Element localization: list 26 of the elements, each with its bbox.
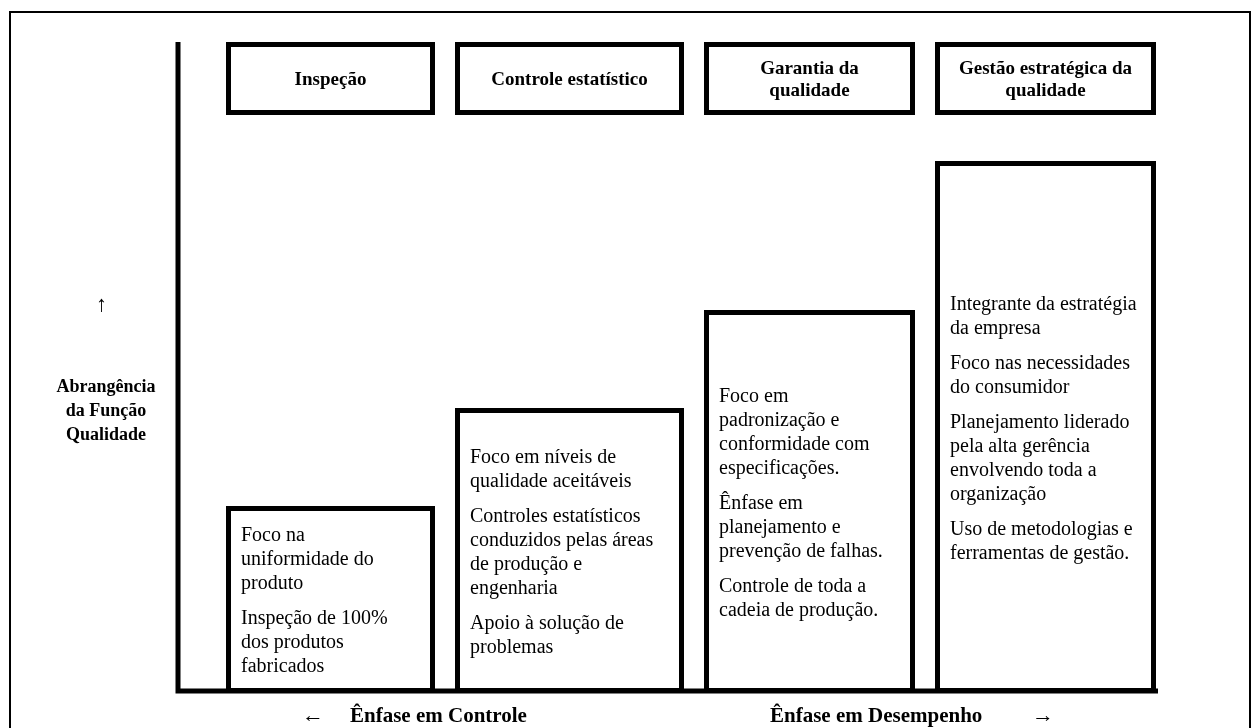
direction-arrow: ↑ [96,292,107,316]
description-text: Uso de metodologias e ferramentas de gestão. [950,515,1134,564]
description-text: Planejamento liderado pela alta gerência envolvendo toda a organização [950,408,1131,505]
stage-header-box [455,42,684,115]
description-text: Inspeção de 100% dos produtos fabricados [241,605,389,677]
description-text: Ênfase em planejamento e prevenção de falhas. [719,489,884,562]
description-text: Controles estatísticos conduzidos pelas áreas de produção e engenharia [470,502,655,599]
stage-title: Gestão estratégica da qualidade [958,56,1133,101]
stage-header-box [935,42,1156,115]
axis-label: Ênfase em Desempenho [770,703,983,727]
direction-arrow: ← [302,703,324,727]
axis-label: Ênfase em Controle [350,703,527,727]
direction-arrow: → [1032,703,1054,727]
stage-title: Controle estatístico [491,67,648,90]
stage-title: Inspeção [294,67,367,90]
stage-header-box [226,42,435,115]
description-text: Foco na uniformidade do produto [241,522,375,594]
axis-label: Abrangência da Função Qualidade [55,375,157,446]
description-text: Apoio à solução de problemas [470,609,625,658]
stage-title: Garantia da qualidade [759,56,860,101]
description-text: Controle de toda a cadeia de produção. [719,572,880,621]
description-text: Foco em padronização e conformidade com especificações. [719,382,871,479]
stage-header-box [704,42,915,115]
description-text: Foco em níveis de qualidade aceitáveis [470,443,633,492]
description-text: Integrante da estratégia da empresa [950,290,1137,339]
description-text: Foco nas necessidades do consumidor [950,349,1131,398]
